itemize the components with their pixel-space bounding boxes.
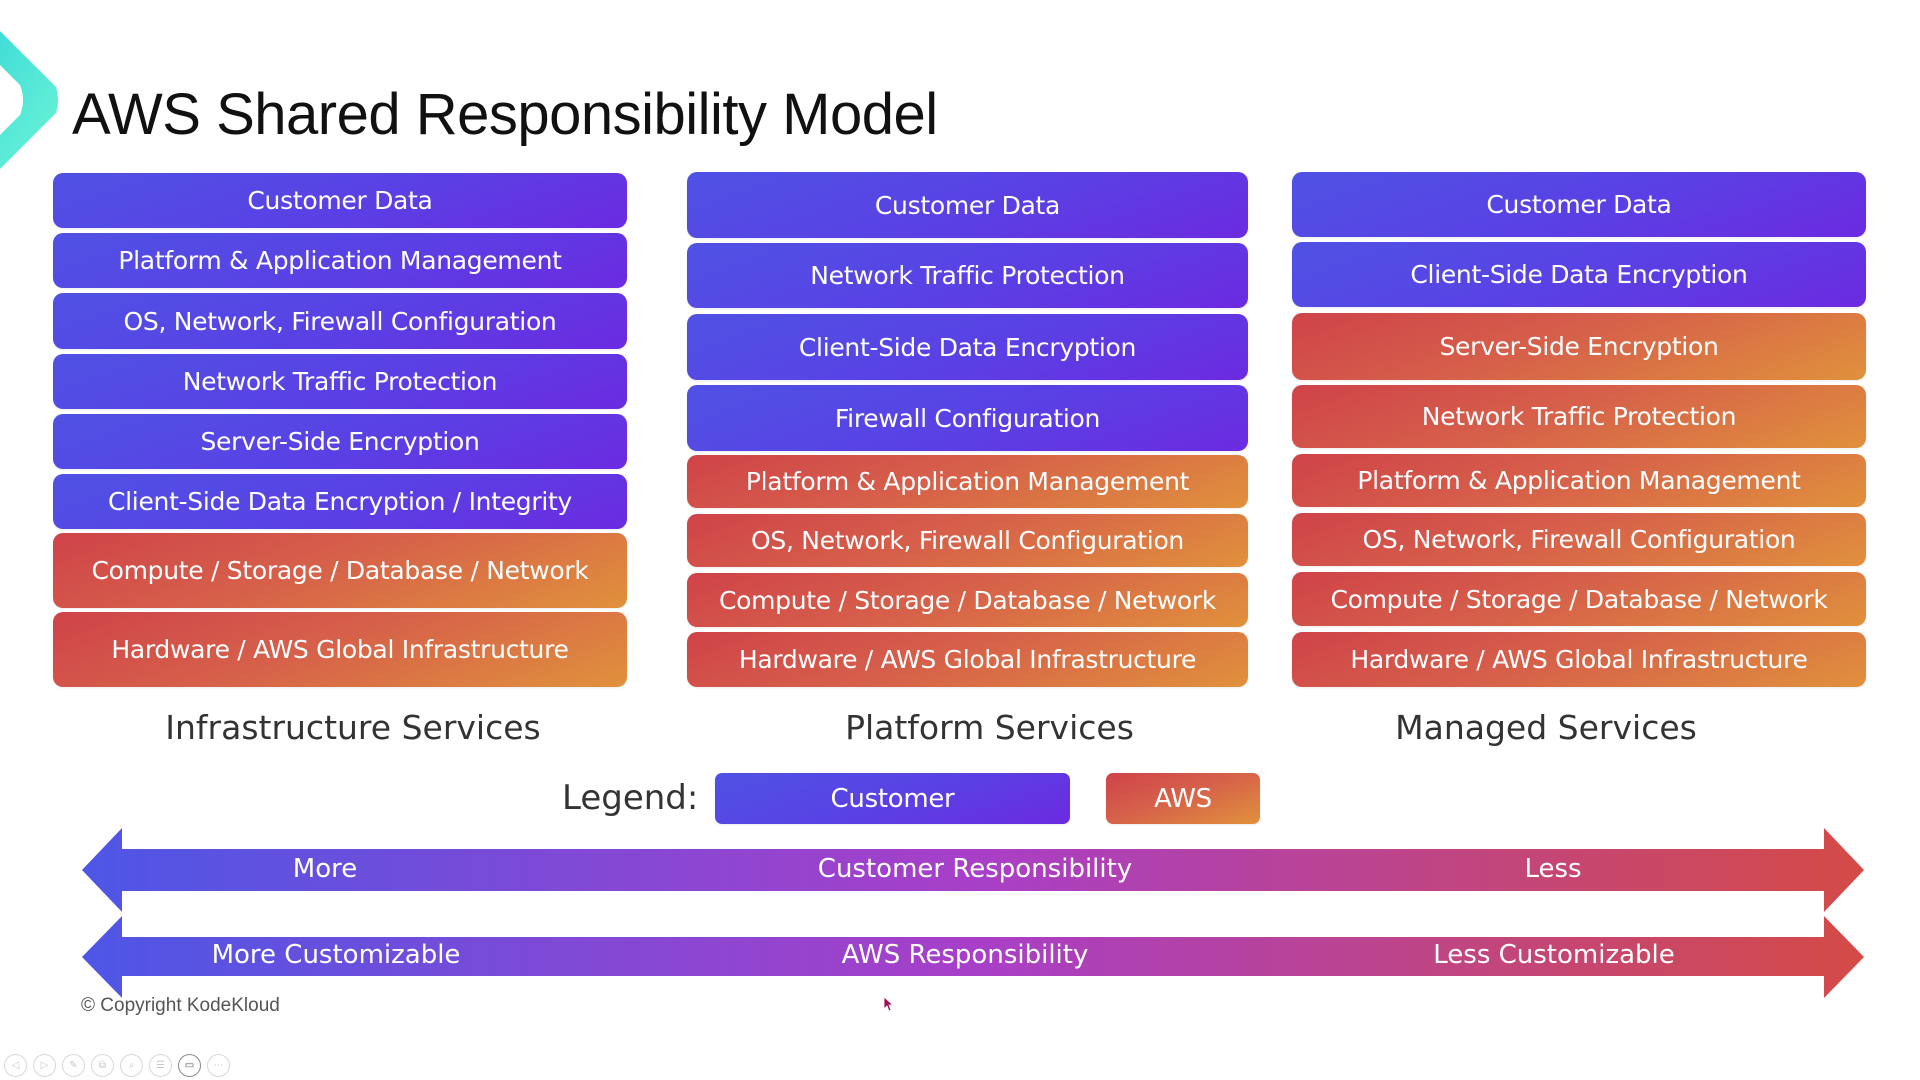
arrow2-right-label: Less Customizable xyxy=(1433,940,1675,970)
layer-customer: Server-Side Encryption xyxy=(53,414,627,469)
arrow1-center-label: Customer Responsibility xyxy=(817,854,1133,884)
layer-aws: OS, Network, Firewall Configuration xyxy=(1292,513,1866,566)
layer-customer: Customer Data xyxy=(1292,172,1866,237)
layer-aws: Platform & Application Management xyxy=(687,455,1248,508)
arrow1-right-label: Less xyxy=(1524,854,1582,884)
legend-customer: Customer xyxy=(715,773,1070,824)
legend-label: Legend: xyxy=(562,778,699,818)
layer-aws: Hardware / AWS Global Infrastructure xyxy=(53,612,627,687)
copyright-text: © Copyright KodeKloud xyxy=(81,995,280,1016)
layer-customer: Network Traffic Protection xyxy=(687,243,1248,308)
kodekloud-logo-icon xyxy=(0,31,58,169)
zoom-icon[interactable]: ⌕ xyxy=(120,1054,143,1077)
layer-aws: Platform & Application Management xyxy=(1292,454,1866,507)
layer-aws: Hardware / AWS Global Infrastructure xyxy=(1292,632,1866,687)
mouse-cursor-icon xyxy=(883,996,895,1012)
legend-aws: AWS xyxy=(1106,773,1260,824)
layer-aws: Compute / Storage / Database / Network xyxy=(687,573,1248,627)
layer-customer: Client-Side Data Encryption / Integrity xyxy=(53,474,627,529)
column-label-managed: Managed Services xyxy=(1395,708,1697,747)
pen-icon[interactable]: ✎ xyxy=(62,1054,85,1077)
column-label-infrastructure: Infrastructure Services xyxy=(165,708,541,747)
layer-aws: Network Traffic Protection xyxy=(1292,385,1866,448)
layer-aws: Server-Side Encryption xyxy=(1292,313,1866,380)
layer-customer: Firewall Configuration xyxy=(687,385,1248,451)
layer-customer: OS, Network, Firewall Configuration xyxy=(53,293,627,349)
layer-aws: Compute / Storage / Database / Network xyxy=(53,533,627,608)
layer-customer: Customer Data xyxy=(687,172,1248,238)
layer-customer: Customer Data xyxy=(53,173,627,228)
layer-aws: Hardware / AWS Global Infrastructure xyxy=(687,632,1248,687)
subtitles-icon[interactable]: ☰ xyxy=(149,1054,172,1077)
arrow2-center-label: AWS Responsibility xyxy=(841,940,1089,970)
customer-responsibility-arrow xyxy=(82,828,1864,912)
camera-icon[interactable]: ▭ xyxy=(178,1054,201,1077)
more-icon[interactable]: ⋯ xyxy=(207,1054,230,1077)
layer-customer: Client-Side Data Encryption xyxy=(687,314,1248,380)
arrow2-left-label: More Customizable xyxy=(211,940,461,970)
previous-icon[interactable]: ◁ xyxy=(4,1054,27,1077)
slides-icon[interactable]: ⧉ xyxy=(91,1054,114,1077)
layer-aws: OS, Network, Firewall Configuration xyxy=(687,514,1248,567)
layer-customer: Network Traffic Protection xyxy=(53,354,627,409)
arrow1-left-label: More xyxy=(292,854,358,884)
presentation-toolbar: ◁ ▷ ✎ ⧉ ⌕ ☰ ▭ ⋯ xyxy=(4,1054,230,1077)
layer-aws: Compute / Storage / Database / Network xyxy=(1292,572,1866,626)
layer-customer: Platform & Application Management xyxy=(53,233,627,288)
layer-customer: Client-Side Data Encryption xyxy=(1292,242,1866,307)
column-label-platform: Platform Services xyxy=(845,708,1134,747)
next-icon[interactable]: ▷ xyxy=(33,1054,56,1077)
page-title: AWS Shared Responsibility Model xyxy=(72,82,938,147)
aws-responsibility-arrow xyxy=(82,916,1864,998)
